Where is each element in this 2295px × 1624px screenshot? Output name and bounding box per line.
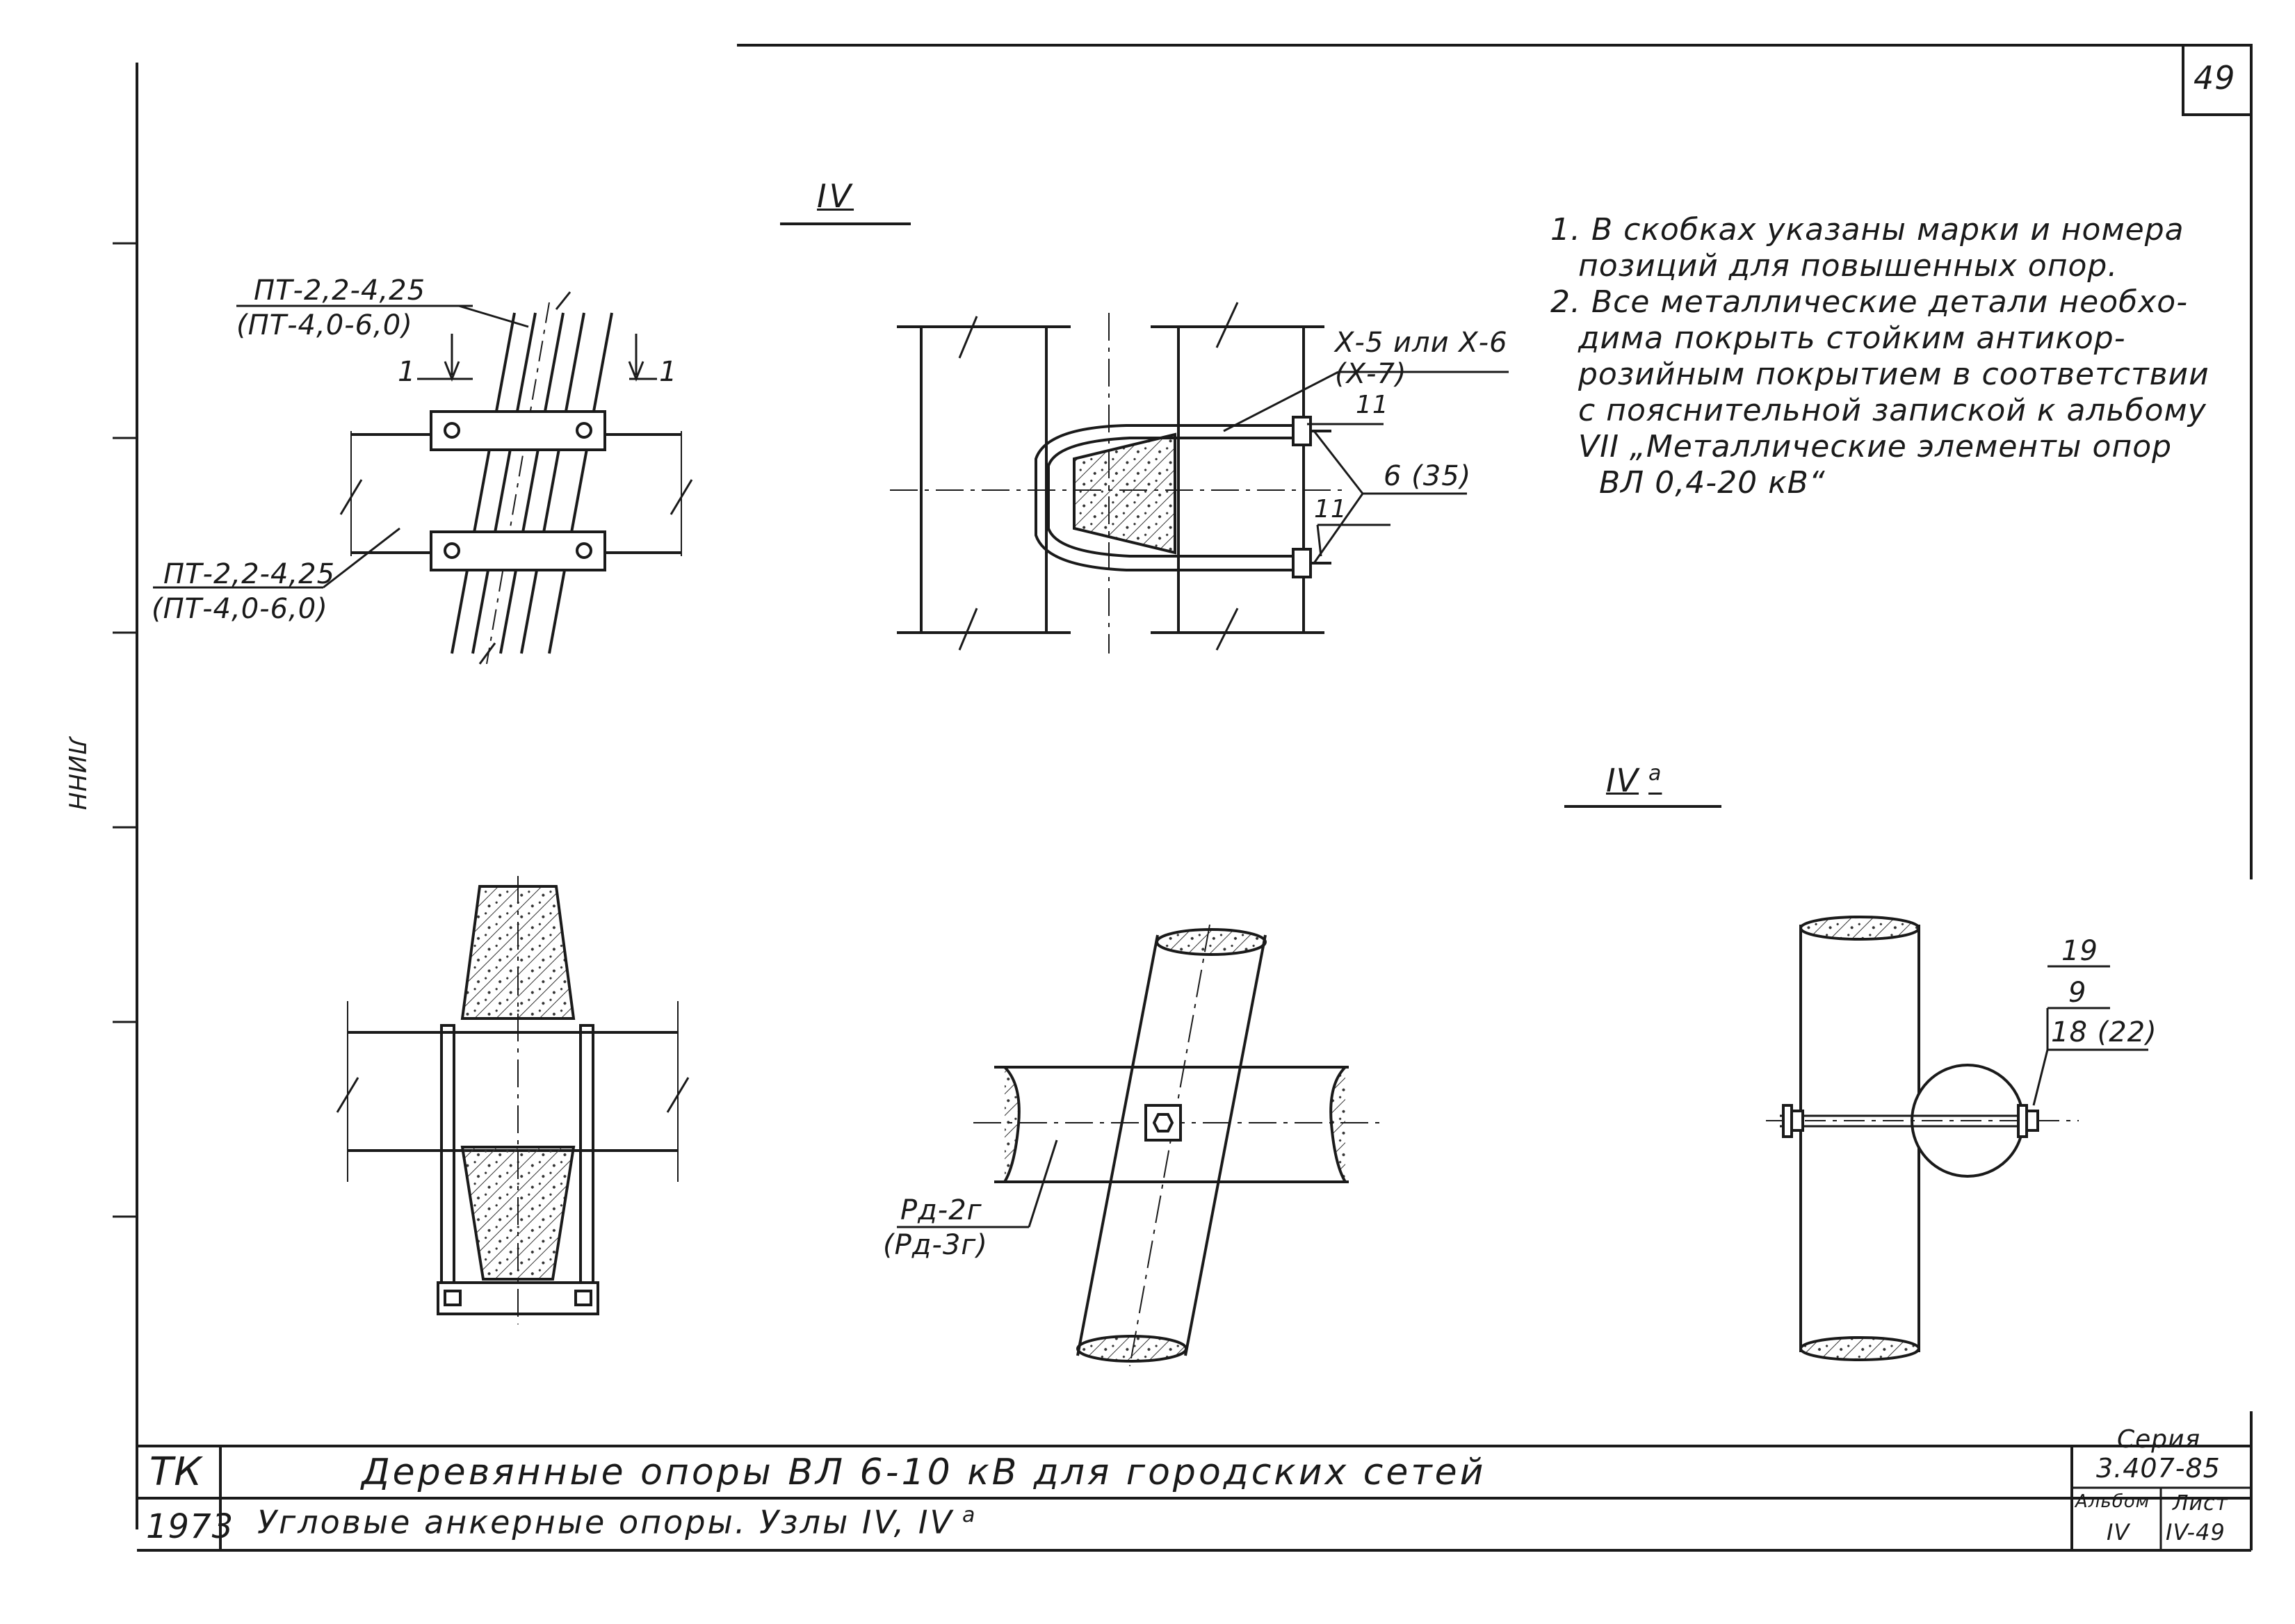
label-pt-bottom-alt: (ПТ-4,0-6,0)	[152, 593, 328, 625]
label-clamp: Х-5 или Х-6	[1335, 327, 1508, 359]
sheet-number-box	[2182, 44, 2253, 116]
label-section-left: 1	[398, 356, 416, 388]
top-left-pole-view	[153, 291, 693, 665]
label-pt-bottom: ПТ-2,2-4,25	[163, 558, 336, 590]
label-pos-6: 6 (35)	[1384, 460, 1472, 492]
album-value: IV	[2107, 1519, 2130, 1545]
top-middle-clamp-view	[890, 302, 1509, 653]
view-heading-iva-main: IV	[1606, 761, 1639, 799]
view-heading-iva: IV a	[1606, 761, 1662, 799]
note-line: дима покрыть стойким антикор-	[1578, 320, 2126, 356]
note-line: 2. Все металлические детали необхо-	[1550, 284, 2189, 320]
note-line: розийным покрытием в соответствии	[1578, 357, 2209, 392]
title-block	[137, 1445, 2251, 1550]
note-line: ВЛ 0,4-20 кВ“	[1599, 465, 1826, 501]
label-pt-top: ПТ-2,2-4,25	[254, 275, 426, 307]
label-pt-top-alt: (ПТ-4,0-6,0)	[236, 309, 413, 341]
label-pos-9: 9	[2068, 977, 2087, 1009]
view-heading-iv: IV	[817, 177, 854, 215]
label-section-right: 1	[659, 356, 678, 388]
note-line: VII „Металлические элементы опор	[1578, 429, 2173, 464]
side-stamp-text: ЛИНН	[63, 737, 90, 811]
bottom-middle-pole-view	[897, 924, 1384, 1367]
drawing-title: Деревянные опоры ВЛ 6-10 кВ для городски…	[362, 1452, 1486, 1493]
sheet-label: Лист	[2173, 1491, 2229, 1516]
sheet-value: IV-49	[2166, 1519, 2225, 1545]
series-label: Серия	[2117, 1425, 2201, 1454]
note-line: 1. В скобках указаны марки и номера	[1550, 212, 2184, 247]
bottom-right-pole-view	[1766, 916, 2148, 1361]
label-clamp-alt: (Х-7)	[1335, 358, 1407, 390]
series-value: 3.407-85	[2096, 1453, 2221, 1484]
label-rd: Рд-2г	[900, 1194, 982, 1226]
note-line: позиций для повышенных опор.	[1578, 248, 2118, 284]
drawing-subtitle-main: Угловые анкерные опоры. Узлы IV, IV	[257, 1503, 954, 1541]
drawing-subtitle-sup: a	[962, 1503, 978, 1527]
view-heading-iva-sup: a	[1648, 761, 1662, 786]
label-pos-11-bottom: 11	[1314, 495, 1347, 523]
album-label: Альбом	[2075, 1491, 2150, 1512]
org-code: ТК	[149, 1450, 202, 1495]
sheet-number: 49	[2193, 59, 2236, 97]
label-pos-18: 18 (22)	[2051, 1016, 2157, 1048]
note-line: с пояснительной запиской к альбому	[1578, 393, 2207, 428]
label-pos-19: 19	[2061, 935, 2098, 967]
bottom-left-section-view	[336, 876, 690, 1324]
label-pos-11-top: 11	[1356, 391, 1389, 419]
year: 1973	[146, 1507, 234, 1546]
label-rd-alt: (Рд-3г)	[883, 1229, 988, 1261]
drawing-subtitle: Угловые анкерные опоры. Узлы IV, IV a	[257, 1503, 977, 1541]
